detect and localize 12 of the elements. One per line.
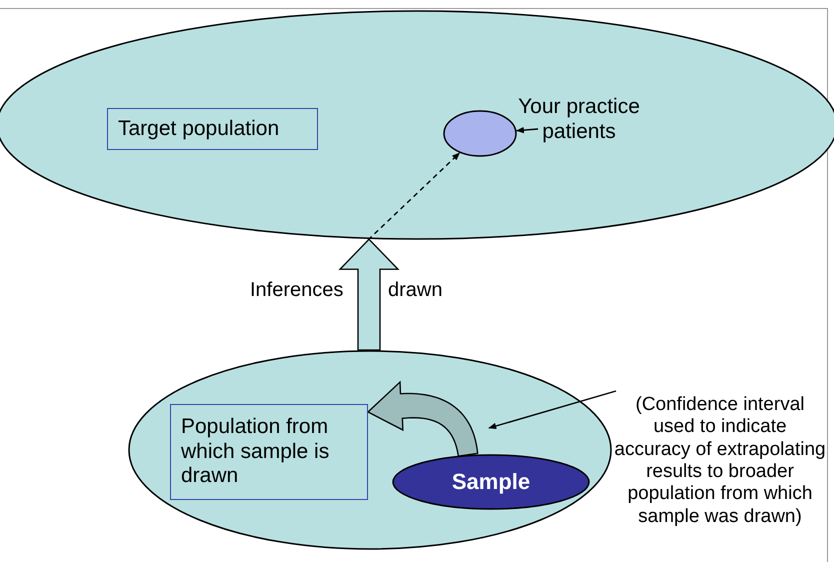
block-arrow <box>366 380 478 457</box>
leader-arrow <box>516 126 538 134</box>
block-arrow <box>338 238 400 351</box>
sample-label: Sample <box>452 469 530 495</box>
pointer-arrow <box>488 390 616 430</box>
annotation-text: (Confidence interval used to indicate accuracy of extrapolating results to broader population from which sample was drawn) <box>613 394 827 528</box>
arrow-label: Inferences <box>250 279 344 302</box>
label-box: Target population <box>107 108 318 150</box>
annotation-text: Your practice patients <box>517 95 641 145</box>
pointer-arrow <box>368 152 460 240</box>
label-box: Population from which sample is drawn <box>170 404 368 500</box>
arrow-label: drawn <box>388 279 442 302</box>
